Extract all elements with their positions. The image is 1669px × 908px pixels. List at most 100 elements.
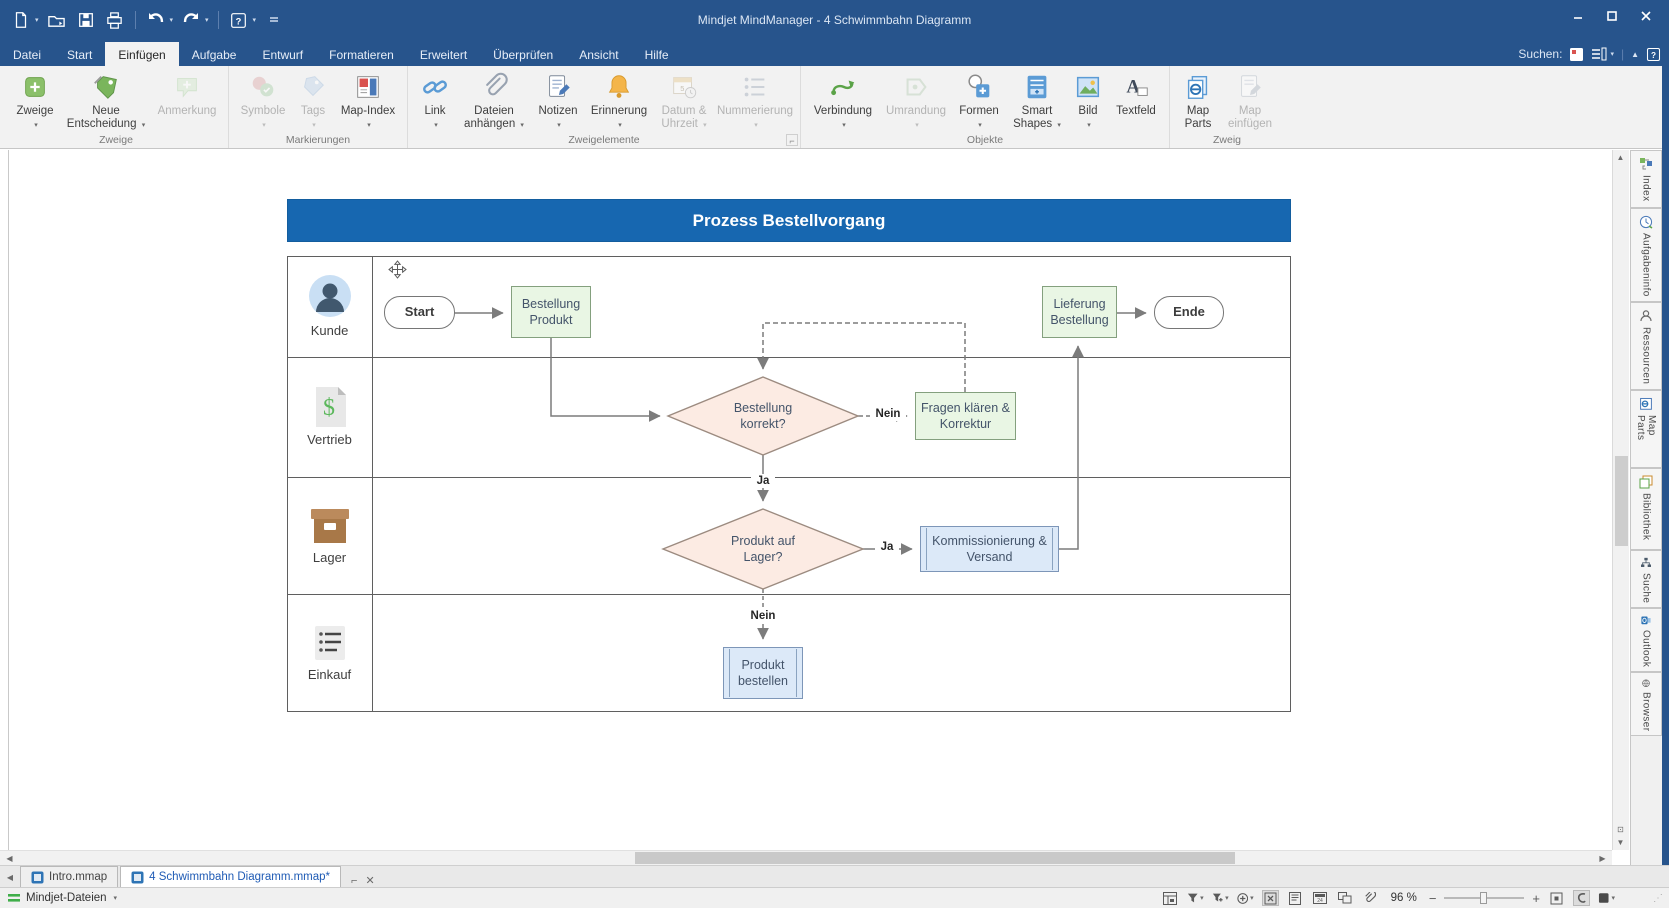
node-lieferung-bestellung[interactable]: Lieferung Bestellung (1042, 286, 1117, 338)
sidebar-tab-map-parts[interactable]: Map Parts (1631, 390, 1662, 468)
close-icon[interactable] (1629, 4, 1663, 28)
sidebar-tab-ressourcen[interactable]: Ressourcen (1631, 302, 1662, 390)
float-tab-icon[interactable]: ⌐ (351, 875, 358, 887)
show-hide-icon[interactable]: ▾ (1598, 890, 1615, 906)
schedule-view-icon[interactable]: 24 (1312, 890, 1329, 906)
tab-aufgabe[interactable]: Aufgabe (191, 47, 237, 62)
tab-hilfe[interactable]: Hilfe (644, 47, 669, 62)
node-ende[interactable]: Ende (1154, 296, 1224, 329)
redo-icon[interactable] (180, 9, 202, 31)
map-parts-button[interactable]: Map Parts (1175, 69, 1221, 133)
tab-ansicht[interactable]: Ansicht (579, 47, 619, 62)
edge-label-nein[interactable]: Nein (743, 609, 783, 623)
sidebar-tab-index[interactable]: Index (1631, 150, 1662, 208)
sidebar-tab-aufgabeninfo[interactable]: Aufgabeninfo (1631, 208, 1662, 302)
new-dropdown-arrow-icon[interactable]: ▾ (35, 17, 39, 24)
diagram-title-banner[interactable]: Prozess Bestellvorgang (287, 199, 1291, 242)
fit-button-icon[interactable]: ⊡ (1617, 825, 1624, 834)
vertical-scrollbar[interactable]: ▲ ⊡ ▼ (1612, 150, 1629, 850)
outline-view-icon[interactable] (1287, 890, 1304, 906)
search-field-icon[interactable] (1569, 47, 1584, 62)
decision-produkt-auf-lager[interactable] (661, 508, 865, 590)
lane-header-lager[interactable]: Lager (288, 476, 371, 593)
save-icon[interactable] (75, 9, 97, 31)
sidebar-tab-suche[interactable]: Suche (1631, 550, 1662, 608)
fit-map-icon[interactable] (1548, 890, 1565, 906)
zoom-slider[interactable] (1444, 892, 1525, 904)
tab-entwurf[interactable]: Entwurf (262, 47, 304, 62)
resize-grip[interactable]: ⋰ (1653, 893, 1663, 904)
tab-einfuegen[interactable]: Einfügen (105, 42, 179, 66)
node-start[interactable]: Start (384, 296, 455, 329)
new-document-icon[interactable] (10, 9, 32, 31)
node-fragen-klaeren[interactable]: Fragen klären & Korrektur (915, 392, 1016, 440)
node-kommissionierung[interactable]: Kommissionierung & Versand (920, 526, 1059, 572)
zweige-button[interactable]: Zweige▾ (9, 69, 61, 133)
link-button[interactable]: Link▾ (413, 69, 457, 133)
node-produkt-bestellen[interactable]: Produkt bestellen (723, 647, 803, 699)
help-dropdown-arrow-icon[interactable]: ▾ (252, 17, 257, 24)
lane-header-einkauf[interactable]: Einkauf (288, 593, 371, 712)
attachment-icon[interactable] (1362, 890, 1379, 906)
zoom-slider-thumb[interactable] (1480, 892, 1488, 904)
maximize-icon[interactable] (1595, 4, 1629, 28)
tab-datei[interactable]: Datei (13, 47, 42, 62)
horizontal-scroll-thumb[interactable] (635, 852, 1235, 864)
edge-label-ja[interactable]: Ja (875, 540, 899, 554)
erinnerung-button[interactable]: Erinnerung▾ (585, 69, 653, 133)
ribbon-help-icon[interactable]: ? (1646, 47, 1661, 62)
filter-icon[interactable]: ▾ (1187, 890, 1204, 906)
scroll-up-icon[interactable]: ▲ (1616, 153, 1625, 162)
tab-start[interactable]: Start (67, 47, 93, 62)
scroll-down-icon[interactable]: ▼ (1616, 838, 1625, 847)
undo-icon[interactable] (145, 9, 167, 31)
textfeld-button[interactable]: A Textfeld (1108, 69, 1164, 133)
tab-scroll-left-icon[interactable]: ◀ (6, 873, 14, 882)
dateien-anhaengen-button[interactable]: Dateien anhängen ▾ (457, 69, 531, 133)
undo-dropdown-arrow-icon[interactable]: ▾ (169, 17, 174, 24)
linked-maps-icon[interactable] (1337, 890, 1354, 906)
notizen-button[interactable]: Notizen▾ (531, 69, 585, 133)
neue-entscheidung-button[interactable]: Neue Entscheidung ▾ (61, 69, 151, 133)
doc-tab-schwimmbahn[interactable]: 4 Schwimmbahn Diagramm.mmap* (120, 866, 342, 887)
vertical-scroll-thumb[interactable] (1615, 456, 1628, 546)
edge-label-nein[interactable]: Nein (870, 407, 906, 421)
tab-ueberpruefen[interactable]: Überprüfen (493, 47, 554, 62)
view-dropdown-arrow-icon[interactable]: ▾ (1610, 51, 1614, 58)
sidebar-tab-outlook[interactable]: Outlook (1631, 608, 1662, 672)
verbindung-button[interactable]: Verbindung▾ (806, 69, 880, 133)
horizontal-scrollbar[interactable]: ◀ ▶ (0, 850, 1612, 865)
map-index-view-icon[interactable] (1591, 47, 1607, 61)
lane-header-kunde[interactable]: Kunde (288, 256, 371, 356)
print-icon[interactable] (104, 9, 126, 31)
tab-erweitert[interactable]: Erweitert (419, 47, 468, 62)
tab-formatieren[interactable]: Formatieren (329, 47, 394, 62)
close-tab-icon[interactable]: ✕ (365, 875, 375, 887)
minimize-icon[interactable] (1561, 4, 1595, 28)
help-icon[interactable]: ? (228, 9, 250, 31)
smart-shapes-button[interactable]: Smart Shapes ▾ (1006, 69, 1068, 133)
zoom-in-icon[interactable]: + (1532, 890, 1540, 906)
edge-label-ja[interactable]: Ja (751, 474, 775, 488)
scroll-left-icon[interactable]: ◀ (6, 854, 13, 863)
add-view-icon[interactable]: ▾ (1236, 890, 1254, 906)
customize-toolbar-icon[interactable] (263, 9, 285, 31)
formen-button[interactable]: Formen▾ (952, 69, 1006, 133)
node-bestellung-produkt[interactable]: Bestellung Produkt (511, 286, 591, 338)
zoom-out-icon[interactable]: − (1428, 890, 1437, 906)
files-menu-button[interactable]: Mindjet-Dateien ▾ (0, 892, 117, 904)
ribbon-collapse-icon[interactable]: ▲ (1631, 49, 1639, 59)
open-icon[interactable] (46, 9, 68, 31)
node-produkt-auf-lager-label[interactable]: Produkt auf Lager? (731, 533, 795, 564)
decision-bestellung-korrekt[interactable] (666, 376, 860, 456)
scroll-right-icon[interactable]: ▶ (1599, 854, 1606, 863)
power-filter-icon[interactable]: ▾ (1212, 890, 1229, 906)
bild-button[interactable]: Bild▾ (1068, 69, 1108, 133)
doc-tab-intro[interactable]: Intro.mmap (20, 866, 119, 887)
pen-mode-icon[interactable] (1573, 890, 1590, 906)
map-style-icon[interactable] (1162, 890, 1179, 906)
dialog-launcher-icon[interactable]: ⌐ (786, 134, 798, 146)
node-bestellung-korrekt-label[interactable]: Bestellung korrekt? (733, 400, 793, 431)
map-index-button[interactable]: Map-Index▾ (334, 69, 402, 133)
balanced-map-view-icon[interactable] (1261, 890, 1279, 906)
